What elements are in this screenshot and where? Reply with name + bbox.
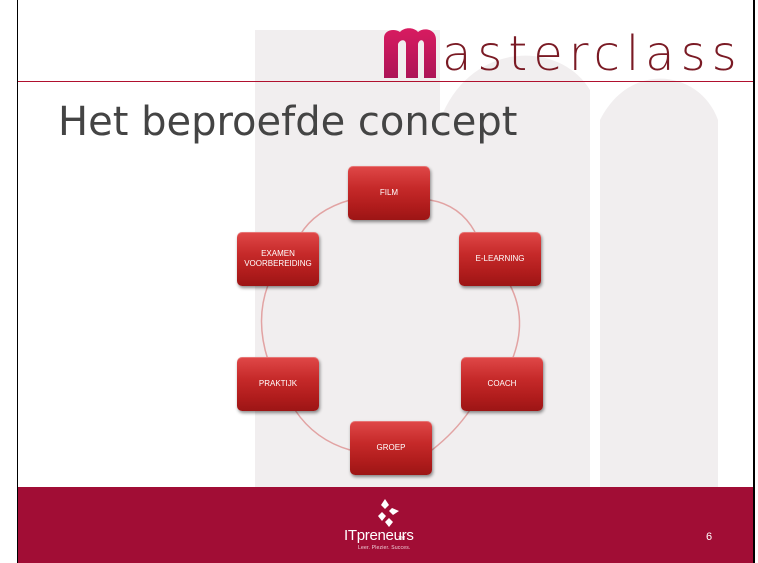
connector-coach-groep: [431, 409, 471, 451]
masterclass-wordmark: asterclass: [442, 26, 743, 82]
page-number: 6: [706, 531, 713, 543]
footer-bar: [18, 487, 753, 563]
masterclass-m-icon: m: [384, 28, 436, 78]
cycle-node-label: EXAMEN VOORBEREIDING: [244, 249, 312, 268]
itpreneurs-trademark: TM: [398, 536, 406, 542]
cycle-node-label: E-LEARNING: [475, 254, 525, 263]
cycle-node-label: GROEP: [376, 443, 406, 452]
cycle-node-label: FILM: [379, 188, 399, 197]
slide-title: Het beproefde concept: [58, 99, 518, 145]
cycle-node-coach: COACH: [461, 357, 543, 411]
masterclass-logo: m asterclass: [380, 10, 743, 80]
cycle-node-examen-voorbereiding: EXAMEN VOORBEREIDING: [237, 232, 319, 286]
cycle-node-groep: GROEP: [350, 421, 432, 475]
cycle-node-label: PRAKTIJK: [258, 379, 298, 388]
connector-examen-film: [299, 199, 351, 236]
header-divider: [18, 81, 753, 82]
connector-groep-praktijk: [294, 409, 351, 451]
cycle-node-praktijk: PRAKTIJK: [237, 357, 319, 411]
itpreneurs-tagline: Leer. Plezier. Succes.: [358, 545, 411, 551]
cycle-node-e-learning: E-LEARNING: [459, 232, 541, 286]
connector-praktijk-examen: [260, 284, 269, 361]
cycle-node-label: COACH: [487, 379, 517, 388]
connector-elearning-coach: [509, 284, 521, 361]
itpreneurs-wordmark: ITpreneurs: [344, 527, 414, 544]
frame-right-border: [753, 0, 755, 563]
itpreneurs-star-icon: [378, 499, 399, 527]
frame-left-border: [17, 0, 18, 563]
connector-film-elearning: [429, 199, 476, 233]
cycle-node-film: FILM: [348, 166, 430, 220]
